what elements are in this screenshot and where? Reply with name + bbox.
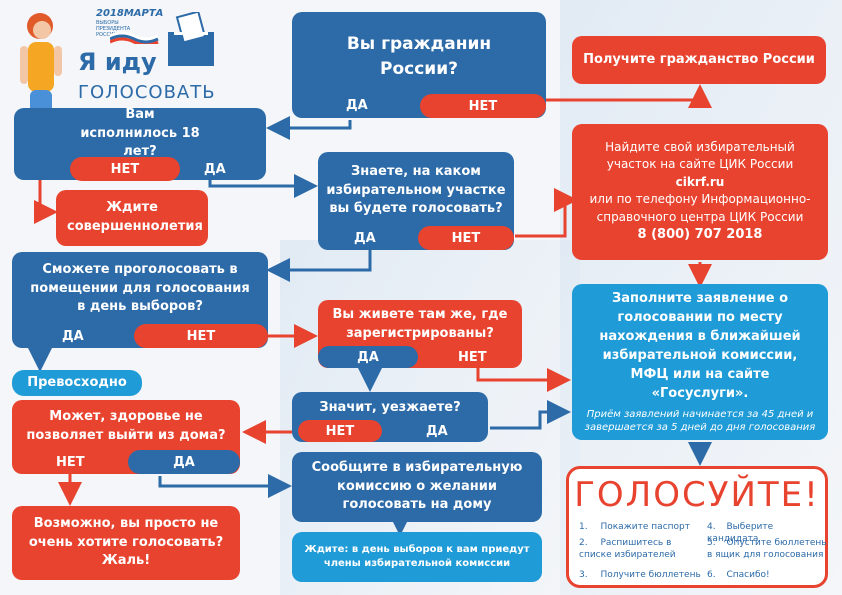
leaving-no: НЕТ	[298, 420, 382, 442]
logo-subtitle: ВЫБОРЫ ПРЕЗИДЕНТА РОССИИ	[96, 20, 131, 38]
final-step-num: 2.	[579, 538, 588, 548]
final-step: 1. Покажите паспорт	[579, 521, 699, 533]
ballot-box-icon	[168, 12, 214, 66]
node-citizen-text: Вы гражданин России?	[346, 34, 492, 79]
node-health: Может, здоровье не позволяет выйти из до…	[12, 400, 240, 474]
final-step: 6. Спасибо!	[707, 569, 825, 581]
final-step-num: 6.	[707, 570, 716, 580]
age18-no: НЕТ	[70, 157, 180, 181]
node-dont-want: Возможно, вы просто не очень хотите голо…	[12, 506, 240, 580]
flag-icon	[110, 31, 159, 44]
know-station-no: НЕТ	[418, 226, 514, 250]
can-vote-room-no: НЕТ	[134, 324, 268, 348]
node-excellent: Превосходно	[12, 370, 142, 396]
logo-year: 2018МАРТА	[96, 8, 164, 19]
node-live-same-text: Вы живете там же, где зарегистрированы?	[332, 307, 508, 341]
node-wait-home: Ждите: в день выборов к вам приедут член…	[292, 532, 542, 582]
find-station-phone: 8 (800) 707 2018	[637, 227, 763, 243]
node-dont-want-text: Возможно, вы просто не очень хотите голо…	[28, 515, 224, 569]
find-station-line2: или по телефону Информационно-справочног…	[589, 192, 811, 224]
node-get-citizenship: Получите гражданство России	[572, 36, 826, 84]
know-station-yes: ДА	[354, 231, 376, 246]
node-wait-adult-text: Ждите совершеннолетия	[67, 200, 203, 234]
node-excellent-text: Превосходно	[27, 374, 127, 390]
node-health-text: Может, здоровье не позволяет выйти из до…	[26, 409, 226, 443]
citizen-yes: ДА	[346, 98, 368, 113]
final-step: 2. Распишитесь в списке избирателей	[579, 537, 703, 561]
node-know-station-text: Знаете, на каком избирательном участке в…	[326, 163, 506, 217]
final-step-num: 4.	[707, 522, 716, 532]
leaving-yes: ДА	[426, 424, 448, 439]
final-step-num: 5.	[707, 538, 716, 548]
final-step-text: Покажите паспорт	[600, 522, 690, 532]
node-wait-home-text: Ждите: в день выборов к вам приедут член…	[304, 543, 530, 570]
find-station-site: cikrf.ru	[675, 174, 725, 189]
node-application: Заполните заявление о голосовании по мес…	[572, 284, 828, 440]
node-final: ГОЛОСУЙТЕ! 1. Покажите паспорт 2. Распиш…	[566, 466, 828, 588]
final-step-text: Спасибо!	[726, 570, 770, 580]
node-inform-home: Сообщите в избирательную комиссию о жела…	[292, 452, 542, 522]
node-age18-text: Вам исполнилось 18 лет?	[80, 106, 200, 160]
can-vote-room-yes: ДА	[62, 329, 84, 344]
final-step: 5. Опустите бюллетень в ящик для голосов…	[707, 537, 827, 561]
find-station-line1: Найдите свой избирательный участок на са…	[605, 140, 795, 172]
final-step-text: Опустите бюллетень в ящик для голосовани…	[707, 538, 827, 560]
final-step: 3. Получите бюллетень	[579, 569, 703, 581]
final-title: ГОЛОСУЙТЕ!	[574, 475, 820, 515]
final-step-num: 1.	[579, 522, 588, 532]
logo-line2: ГОЛОСОВАТЬ	[78, 82, 216, 103]
node-find-station: Найдите свой избирательный участок на са…	[572, 124, 828, 260]
health-yes: ДА	[128, 450, 240, 474]
live-same-yes: ДА	[318, 346, 418, 368]
final-step-num: 3.	[579, 570, 588, 580]
node-application-text: Заполните заявление о голосовании по мес…	[599, 291, 801, 401]
live-same-no: НЕТ	[458, 350, 487, 365]
final-step-text: Распишитесь в списке избирателей	[579, 538, 676, 560]
node-application-note: Приём заявлений начинается за 45 дней и …	[584, 408, 816, 433]
node-inform-home-text: Сообщите в избирательную комиссию о жела…	[311, 459, 523, 513]
node-can-vote-room-text: Сможете проголосовать в помещении для го…	[30, 261, 250, 315]
node-age18: Вам исполнилось 18 лет?	[14, 106, 266, 180]
node-wait-adult: Ждите совершеннолетия	[56, 190, 208, 246]
age18-yes: ДА	[204, 162, 226, 177]
citizen-no: НЕТ	[420, 94, 546, 118]
node-get-citizenship-text: Получите гражданство России	[583, 51, 815, 67]
final-step-text: Выберите кандидата	[707, 522, 774, 544]
node-leaving-text: Значит, уезжаете?	[319, 399, 461, 415]
logo-line1: Я иду	[78, 48, 157, 76]
final-step-text: Получите бюллетень	[600, 570, 701, 580]
health-no: НЕТ	[56, 455, 85, 470]
final-step: 4. Выберите кандидата	[707, 521, 825, 545]
node-leaving: Значит, уезжаете?	[292, 392, 488, 442]
